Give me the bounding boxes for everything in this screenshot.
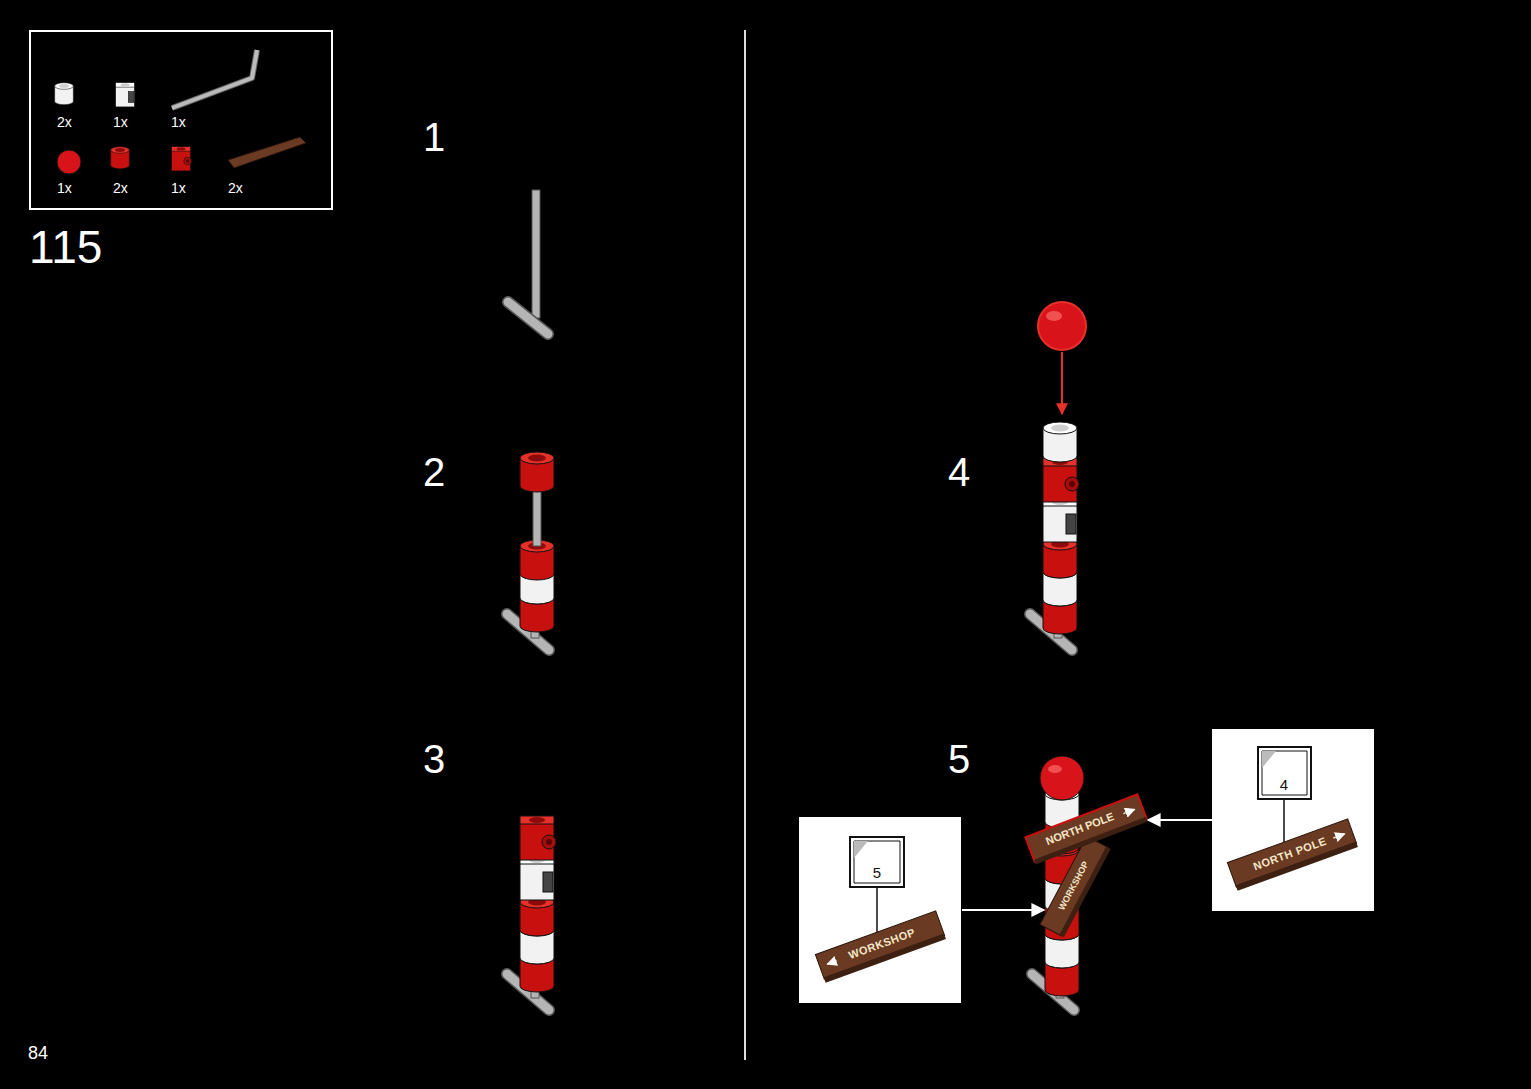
sticker-callout-left-part bbox=[854, 841, 868, 858]
parts-icons-part bbox=[116, 83, 135, 107]
parts-icons-part-part bbox=[172, 147, 192, 171]
step-5-assembly bbox=[962, 756, 1212, 1010]
step-1-bar bbox=[508, 190, 548, 334]
sticker-callout: 4NORTH POLE bbox=[1212, 729, 1374, 911]
step-1-bar-part bbox=[508, 302, 548, 334]
page-number: 84 bbox=[28, 1044, 48, 1062]
sticker-callout-left-part-part bbox=[827, 961, 836, 964]
step-4-assembly-part bbox=[1061, 352, 1063, 414]
step-4-assembly-part bbox=[1038, 302, 1086, 350]
parts-list-box: 2x 1x 1x 1x 2x 1x 2x bbox=[29, 30, 333, 210]
sticker-callout-left-part bbox=[815, 911, 946, 983]
sticker-callout-right-part bbox=[1212, 729, 1374, 911]
step-3-assembly-part-part bbox=[520, 816, 556, 860]
step-5-assembly-part bbox=[1148, 819, 1212, 821]
part-count: 2x bbox=[57, 115, 72, 129]
step-5-assembly-part bbox=[962, 909, 1044, 911]
parts-icons-part-part bbox=[116, 83, 135, 107]
sticker-callout-right bbox=[1212, 729, 1374, 911]
sticker-callout-right-part-part bbox=[1333, 834, 1344, 838]
step-3-assembly-part-part bbox=[520, 896, 554, 936]
substep-number: 5 bbox=[948, 739, 970, 779]
step-4-assembly-part-part bbox=[1043, 458, 1079, 502]
parts-icons-part bbox=[111, 147, 130, 169]
divider bbox=[744, 30, 746, 1060]
step-1-bar-part bbox=[532, 190, 540, 318]
sticker-callout-left-part bbox=[799, 817, 961, 1003]
sticker-callout-right-part bbox=[1262, 751, 1307, 795]
parts-icons-part bbox=[172, 50, 257, 108]
step-4-assembly-part bbox=[1043, 458, 1079, 502]
step-1-bar-part bbox=[508, 302, 548, 334]
parts-icons bbox=[55, 50, 306, 174]
substep-number: 3 bbox=[423, 739, 445, 779]
step-4-assembly-part bbox=[1043, 498, 1077, 542]
sticker-text: WORKSHOP bbox=[847, 927, 917, 961]
sticker-callout-right-part bbox=[1258, 747, 1311, 799]
step-2-assembly-part bbox=[520, 452, 554, 492]
step-3-assembly-part-part bbox=[520, 856, 554, 900]
part-count: 1x bbox=[57, 181, 72, 195]
part-count: 1x bbox=[171, 181, 186, 195]
sticker-callout-right-part bbox=[1227, 819, 1358, 891]
step-3-assembly-part bbox=[520, 896, 554, 936]
sticker-callout-right-part bbox=[1283, 799, 1285, 842]
sticker-callout-left-part bbox=[876, 887, 878, 935]
step-4-assembly-part bbox=[1046, 311, 1062, 321]
substep-number: 1 bbox=[423, 117, 445, 157]
step-4-assembly bbox=[1030, 302, 1086, 650]
part-count: 2x bbox=[228, 181, 243, 195]
part-count: 1x bbox=[171, 115, 186, 129]
parts-icons-part bbox=[172, 147, 192, 171]
part-count: 1x bbox=[113, 115, 128, 129]
step-5-assembly-part-part bbox=[1123, 809, 1134, 813]
sticker-callout-right-part bbox=[1262, 751, 1276, 768]
step-3-assembly-part bbox=[520, 816, 556, 860]
step-4-assembly-part bbox=[1043, 422, 1077, 462]
part-count: 2x bbox=[113, 181, 128, 195]
sticker-callout: 5WORKSHOP bbox=[799, 817, 961, 1003]
sticker-number: 5 bbox=[873, 865, 881, 880]
parts-icons-part bbox=[57, 150, 81, 174]
substep-number: 2 bbox=[423, 452, 445, 492]
step-5-assembly-part bbox=[1048, 765, 1062, 773]
parts-icons-part bbox=[172, 50, 257, 108]
step-3-assembly-part bbox=[520, 856, 554, 900]
step-2-assembly bbox=[507, 452, 554, 650]
step-4-assembly-part-part bbox=[1043, 498, 1077, 542]
sticker-text: NORTH POLE bbox=[1252, 836, 1328, 873]
step-5-assembly-part bbox=[1040, 756, 1084, 800]
step-3-assembly bbox=[507, 816, 556, 1010]
parts-icons-part bbox=[228, 137, 306, 168]
parts-icons-part-part bbox=[111, 147, 130, 169]
sticker-callout-left-part bbox=[854, 841, 900, 883]
step-number: 115 bbox=[29, 224, 102, 270]
substep-number: 4 bbox=[948, 452, 970, 492]
step-4-assembly-part-part bbox=[1043, 422, 1077, 462]
parts-icons-part-part bbox=[55, 83, 74, 105]
step-2-assembly-part-part bbox=[520, 452, 554, 492]
parts-icons-part bbox=[55, 83, 74, 105]
step-5-assembly-part bbox=[1025, 794, 1147, 864]
sticker-callout-left-part bbox=[850, 837, 904, 887]
sticker-callout-left bbox=[799, 817, 961, 1003]
step-4-assembly-part-part bbox=[1043, 538, 1077, 578]
step-4-assembly-part bbox=[1043, 538, 1077, 578]
sticker-number: 4 bbox=[1280, 777, 1288, 792]
